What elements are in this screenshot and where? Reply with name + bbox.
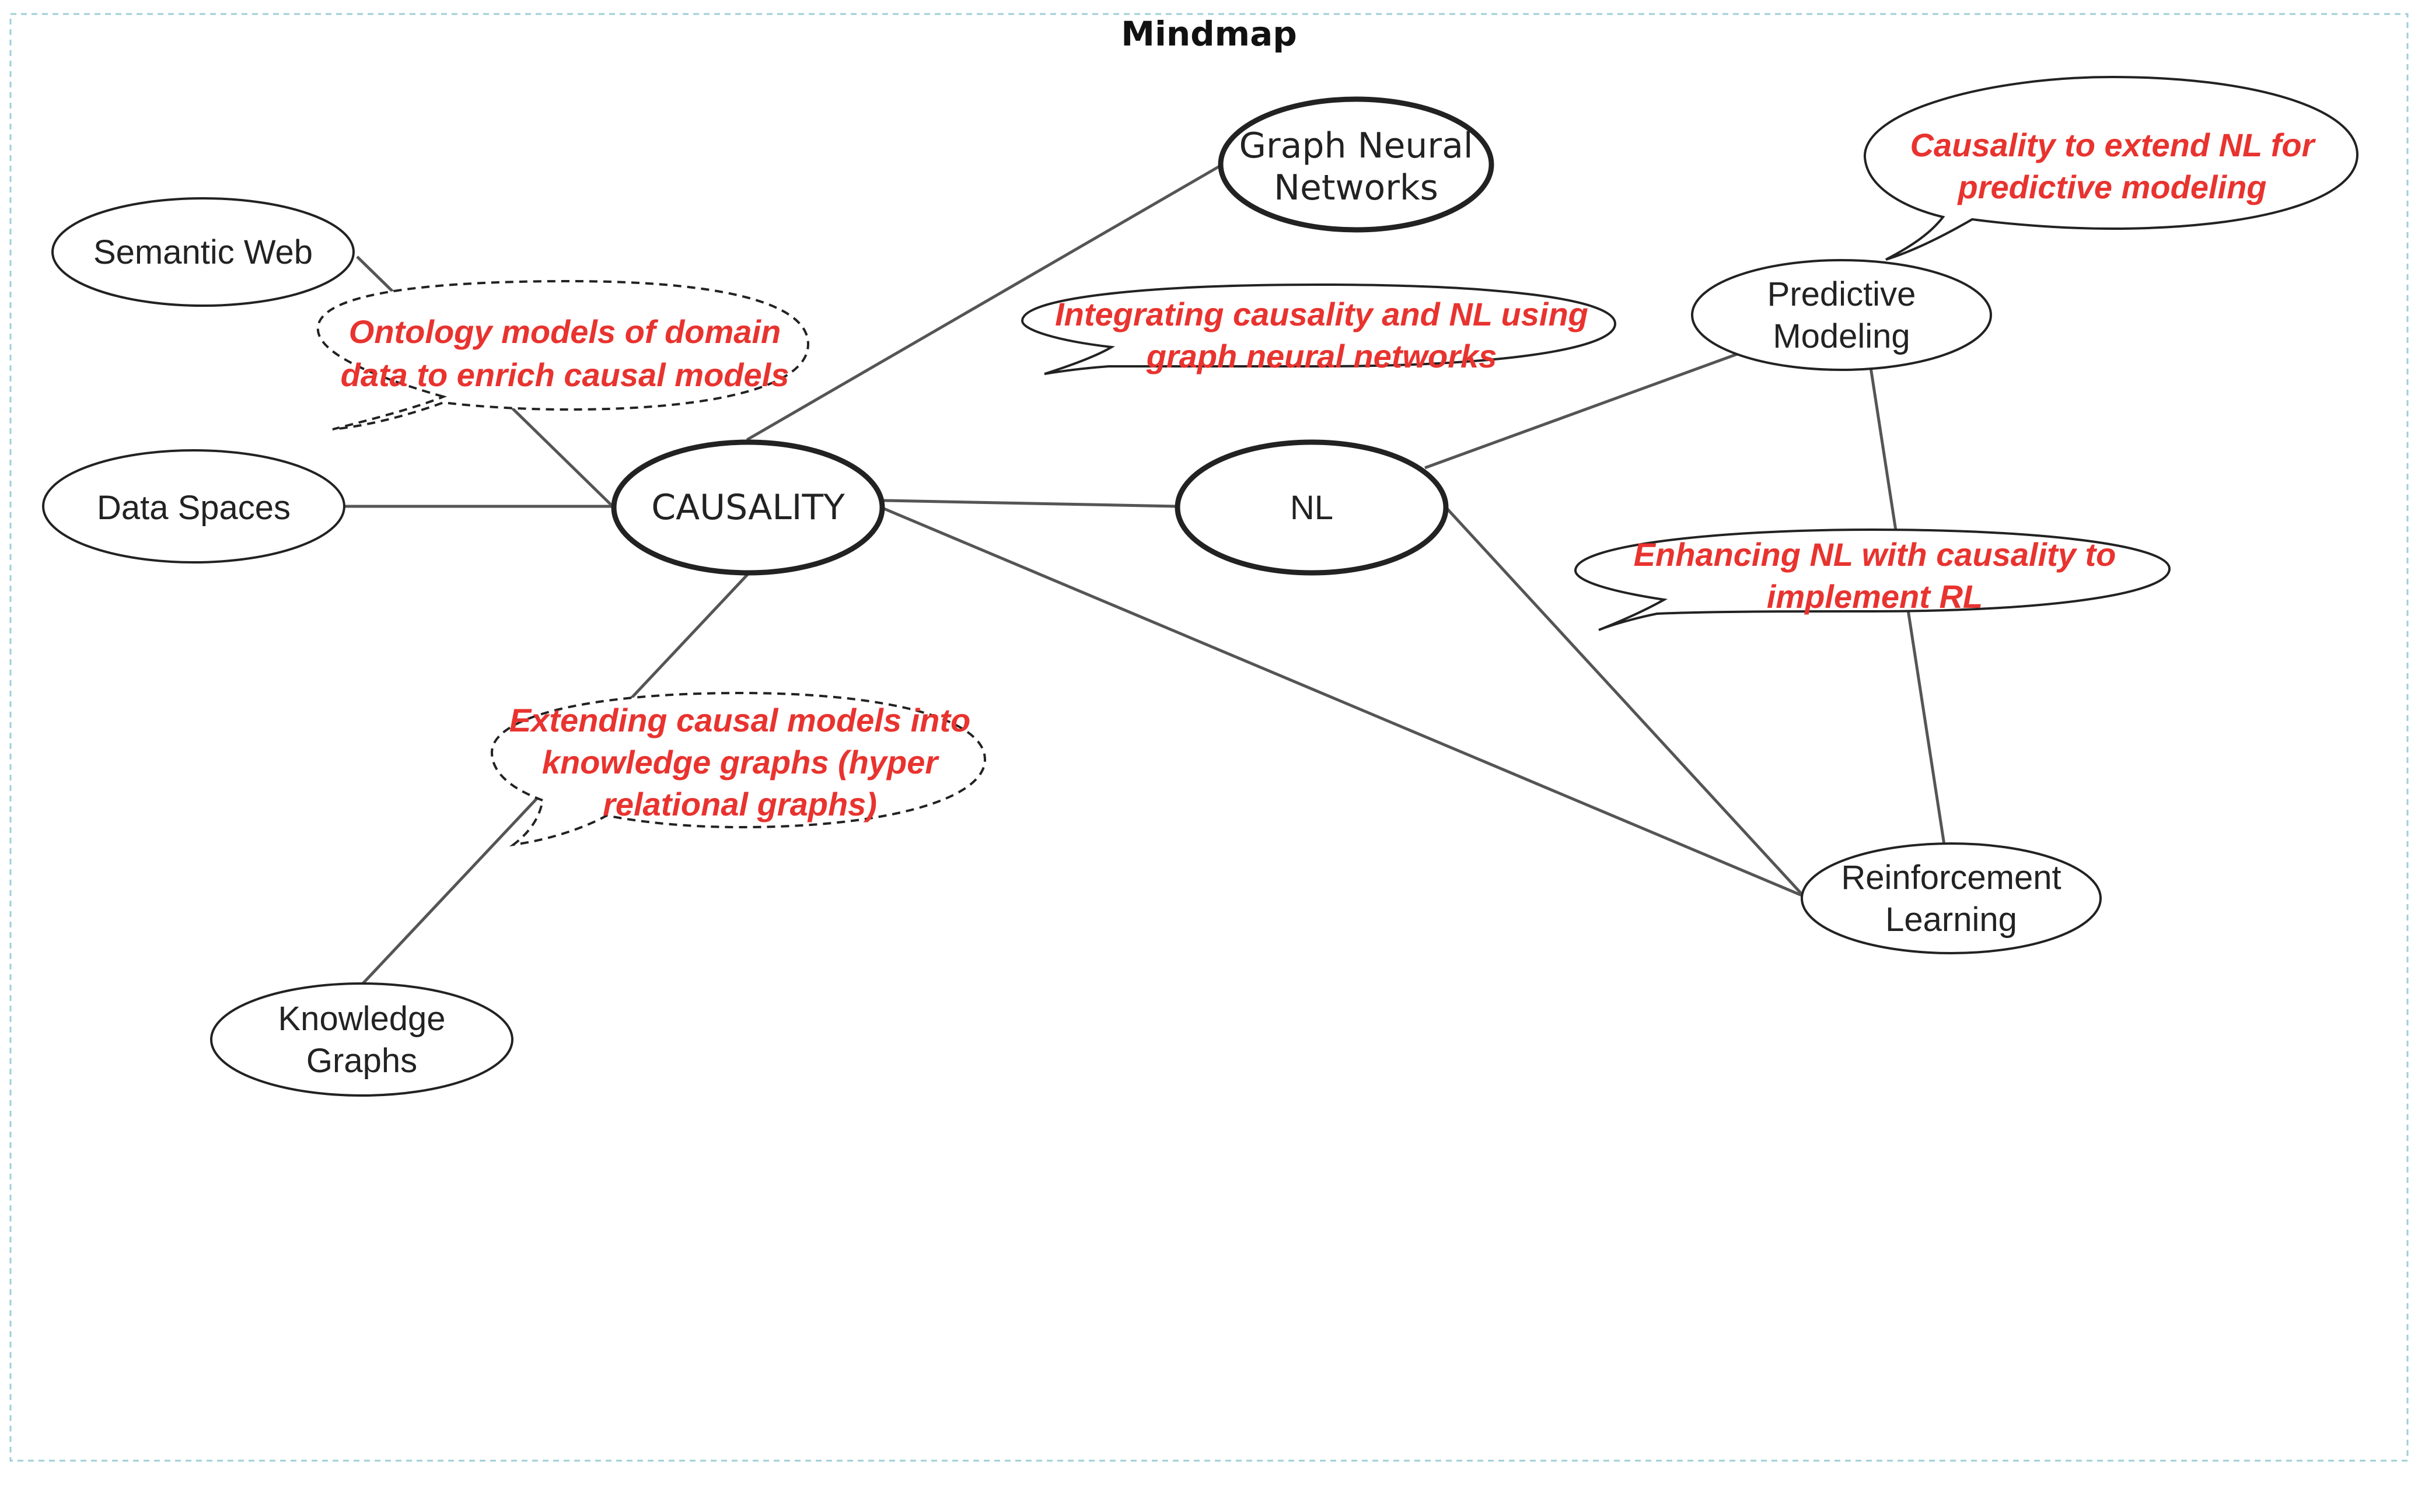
svg-text:Knowledge: Knowledge [278, 1000, 446, 1038]
edge-nl-pm [1424, 352, 1739, 470]
note-integrating-line2: graph neural networks [1146, 338, 1497, 374]
svg-text:Graph Neural: Graph Neural [1239, 125, 1473, 166]
node-causality-shape [611, 439, 885, 576]
node-knowledge-graphs-shape [210, 982, 513, 1097]
note-integrating-line1: Integrating causality and NL using [1055, 296, 1588, 332]
svg-text:Graphs: Graphs [306, 1042, 417, 1080]
node-data-spaces[interactable]: Data Spaces [42, 449, 345, 564]
edge-causality-gnn [746, 164, 1221, 442]
node-predictive-modeling[interactable]: Predictive Modeling [1691, 259, 1992, 371]
note-extending-line1: Extending causal models into [509, 702, 970, 738]
node-knowledge-graphs-line2: Graphs [306, 1042, 417, 1080]
node-predictive-modeling-shape [1691, 259, 1992, 371]
note-extending-line2: knowledge graphs (hyper [542, 744, 940, 780]
svg-text:Modeling: Modeling [1773, 317, 1910, 355]
node-gnn-label-line2: Networks [1274, 167, 1438, 208]
svg-text:Extending causal models into: Extending causal models into [509, 702, 970, 738]
edge-causality-nl [883, 499, 1177, 508]
node-nl-label: NL [1290, 489, 1333, 527]
svg-text:Integrating causality and NL u: Integrating causality and NL using [1055, 296, 1588, 332]
note-extend-nl-line2: predictive modeling [1957, 169, 2267, 205]
svg-text:Causality to extend NL for: Causality to extend NL for [1910, 127, 2316, 163]
svg-text:Enhancing NL with causality to: Enhancing NL with causality to [1634, 536, 2116, 573]
node-reinforcement-learning-shape [1801, 842, 2102, 954]
note-extending-line3: relational graphs) [603, 786, 877, 822]
node-causality[interactable]: CAUSALITY [611, 439, 885, 576]
edge-causality-rl [883, 507, 1802, 897]
node-semantic-web-label: Semantic Web [93, 233, 313, 271]
note-ontology-bubble [316, 279, 810, 430]
note-enhancing-bubble [1574, 528, 2171, 631]
note-integrating-bubble [1021, 283, 1617, 375]
svg-text:Ontology models of domain: Ontology models of domain [349, 313, 781, 350]
node-semantic-web-shape [51, 197, 355, 307]
svg-text:Networks: Networks [1274, 167, 1438, 208]
note-extend-nl: Causality to extend NL for predictive mo… [1863, 75, 2359, 261]
note-ontology: Ontology models of domain data to enrich… [316, 279, 810, 430]
node-gnn[interactable]: Graph Neural Networks [1218, 96, 1494, 233]
note-extend-nl-line1: Causality to extend NL for [1910, 127, 2316, 163]
note-extend-nl-bubble [1863, 75, 2359, 261]
node-causality-label: CAUSALITY [651, 487, 845, 528]
svg-text:Reinforcement: Reinforcement [1841, 859, 2061, 897]
node-reinforcement-learning-line2: Learning [1885, 901, 2017, 939]
node-semantic-web[interactable]: Semantic Web [51, 197, 355, 307]
node-nl-shape [1175, 439, 1449, 576]
svg-text:relational graphs): relational graphs) [603, 786, 877, 822]
node-data-spaces-shape [42, 449, 345, 564]
note-ontology-line1: Ontology models of domain [349, 313, 781, 350]
svg-text:predictive modeling: predictive modeling [1957, 169, 2267, 205]
node-knowledge-graphs-line1: Knowledge [278, 1000, 446, 1038]
node-nl[interactable]: NL [1175, 439, 1449, 576]
svg-text:Learning: Learning [1885, 901, 2017, 939]
node-predictive-modeling-line1: Predictive [1767, 275, 1916, 313]
node-reinforcement-learning-line1: Reinforcement [1841, 859, 2061, 897]
note-extending-bubble [490, 691, 987, 846]
node-gnn-shape [1218, 96, 1494, 233]
note-extending: Extending causal models into knowledge g… [490, 691, 987, 846]
node-reinforcement-learning[interactable]: Reinforcement Learning [1801, 842, 2102, 954]
diagram-title: Mindmap [1121, 14, 1297, 54]
node-data-spaces-label: Data Spaces [97, 489, 291, 527]
node-knowledge-graphs[interactable]: Knowledge Graphs [210, 982, 513, 1097]
svg-text:Predictive: Predictive [1767, 275, 1916, 313]
diagram-frame [9, 13, 2409, 1462]
svg-text:implement RL: implement RL [1767, 578, 1983, 615]
svg-text:data to enrich causal models: data to enrich causal models [341, 356, 789, 393]
note-enhancing-line1: Enhancing NL with causality to [1634, 536, 2116, 573]
svg-text:knowledge graphs (hyper: knowledge graphs (hyper [542, 744, 940, 780]
note-ontology-line2: data to enrich causal models [341, 356, 789, 393]
edge-nl-rl [1446, 508, 1804, 897]
node-predictive-modeling-line2: Modeling [1773, 317, 1910, 355]
note-enhancing: Enhancing NL with causality to implement… [1574, 528, 2171, 631]
svg-text:graph neural networks: graph neural networks [1146, 338, 1497, 374]
note-enhancing-line2: implement RL [1767, 578, 1983, 615]
node-gnn-label-line1: Graph Neural [1239, 125, 1473, 166]
note-integrating: Integrating causality and NL using graph… [1021, 283, 1617, 375]
